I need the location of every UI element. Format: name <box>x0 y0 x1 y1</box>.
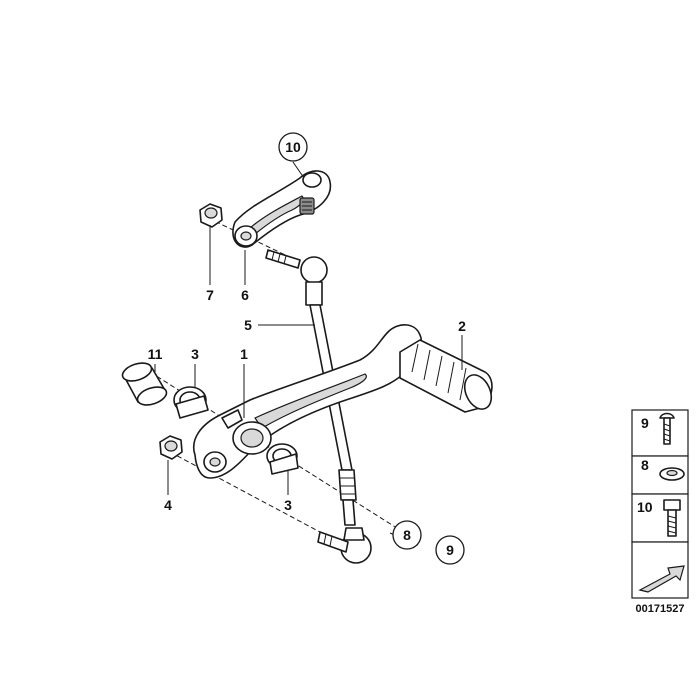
nut-upper <box>199 203 223 228</box>
view-direction-arrow-icon <box>638 565 685 593</box>
bushing-lower <box>266 443 299 475</box>
callout-11: 11 <box>148 346 163 362</box>
legend-label-screw: 9 <box>641 415 649 431</box>
callout-8-text: 8 <box>403 527 411 543</box>
bushing-upper <box>173 386 209 419</box>
legend-label-washer: 8 <box>641 457 649 473</box>
callout-2: 2 <box>458 318 466 334</box>
bolt-icon <box>663 499 681 537</box>
legend-label-bolt: 10 <box>637 499 653 515</box>
small-parts-legend: 9 8 10 <box>631 409 689 599</box>
nut-lower <box>159 435 183 460</box>
callout-3-lower: 3 <box>284 497 292 513</box>
callout-1: 1 <box>240 346 248 362</box>
callout-4: 4 <box>164 497 172 513</box>
sleeve <box>121 362 168 406</box>
callout-10: 10 <box>278 132 308 162</box>
callout-6: 6 <box>241 287 249 303</box>
callout-3-upper: 3 <box>191 346 199 362</box>
callout-10-text: 10 <box>285 139 301 155</box>
washer-icon <box>659 467 685 481</box>
callout-9: 9 <box>435 535 465 565</box>
assembly-axis-lower <box>169 451 336 541</box>
callout-5: 5 <box>244 317 252 333</box>
callout-7: 7 <box>206 287 214 303</box>
callout-8: 8 <box>392 520 422 550</box>
screw-icon <box>659 412 675 445</box>
upper-shift-arm <box>232 170 332 248</box>
diagram-number: 00171527 <box>636 603 685 615</box>
callout-9-text: 9 <box>446 542 454 558</box>
shift-lever <box>193 324 423 479</box>
foot-peg-rubber <box>399 339 493 413</box>
